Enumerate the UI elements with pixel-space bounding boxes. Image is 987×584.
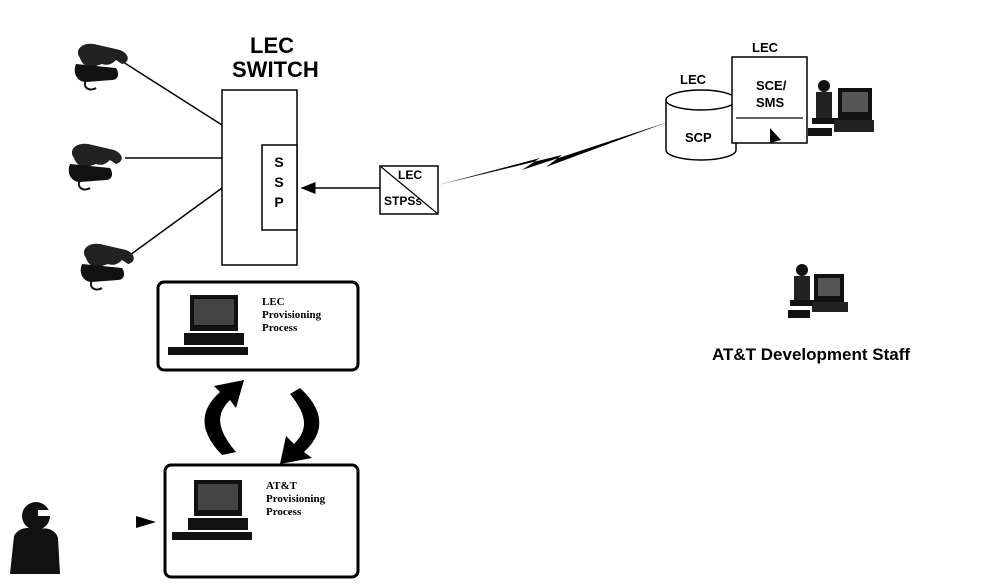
person-at-workstation-icon [788, 264, 848, 318]
signaling-link [438, 122, 668, 185]
phone-line-1 [119, 59, 223, 126]
stp-label-line1: LEC [398, 168, 422, 182]
ssp-box [261, 144, 298, 231]
scp-label: SCP [685, 130, 712, 145]
ssp-label: S S P [274, 154, 284, 210]
development-staff-label: AT&T Development Staff [712, 345, 911, 364]
switch-title-line1: LEC [250, 33, 294, 58]
lec-provisioning-box [156, 280, 360, 372]
telephone-icon [74, 43, 128, 91]
sce-sms-box [731, 56, 808, 144]
downward-curved-arrow [280, 388, 320, 464]
sce-operator-label: LEC [752, 40, 778, 55]
stp-diagonal [379, 165, 439, 215]
att-provisioning-line2: Provisioning [266, 493, 326, 505]
computer-terminal-icon [168, 295, 248, 355]
person-at-workstation-icon [808, 80, 874, 136]
att-provisioning-line1: AT&T [266, 480, 297, 492]
cursor-icon [770, 128, 781, 143]
pointer-arrow [136, 516, 156, 528]
lec-provisioning-line1: LEC [262, 296, 285, 308]
telephone-icon [80, 243, 134, 291]
person-on-phone-icon [10, 502, 60, 574]
computer-terminal-icon [172, 480, 252, 540]
lec-provisioning-label: LEC Provisioning Process [262, 296, 321, 335]
phone-line-3 [129, 187, 223, 256]
lec-provisioning-line2: Provisioning [262, 309, 322, 321]
stp-label-line2: STPSs [384, 194, 423, 208]
database-cylinder-icon [665, 89, 737, 161]
telephone-icon [68, 143, 122, 191]
att-provisioning-label: AT&T Provisioning Process [266, 480, 325, 519]
switch-title-line2: SWITCH [232, 57, 319, 82]
scp-operator-label: LEC [680, 72, 706, 87]
upward-curved-arrow [204, 380, 244, 455]
lec-provisioning-line3: Process [262, 322, 298, 334]
sce-line1: SCE/ [756, 78, 787, 93]
sce-line2: SMS [756, 95, 785, 110]
att-provisioning-line3: Process [266, 506, 302, 518]
switch-title: LEC SWITCH [232, 33, 319, 82]
